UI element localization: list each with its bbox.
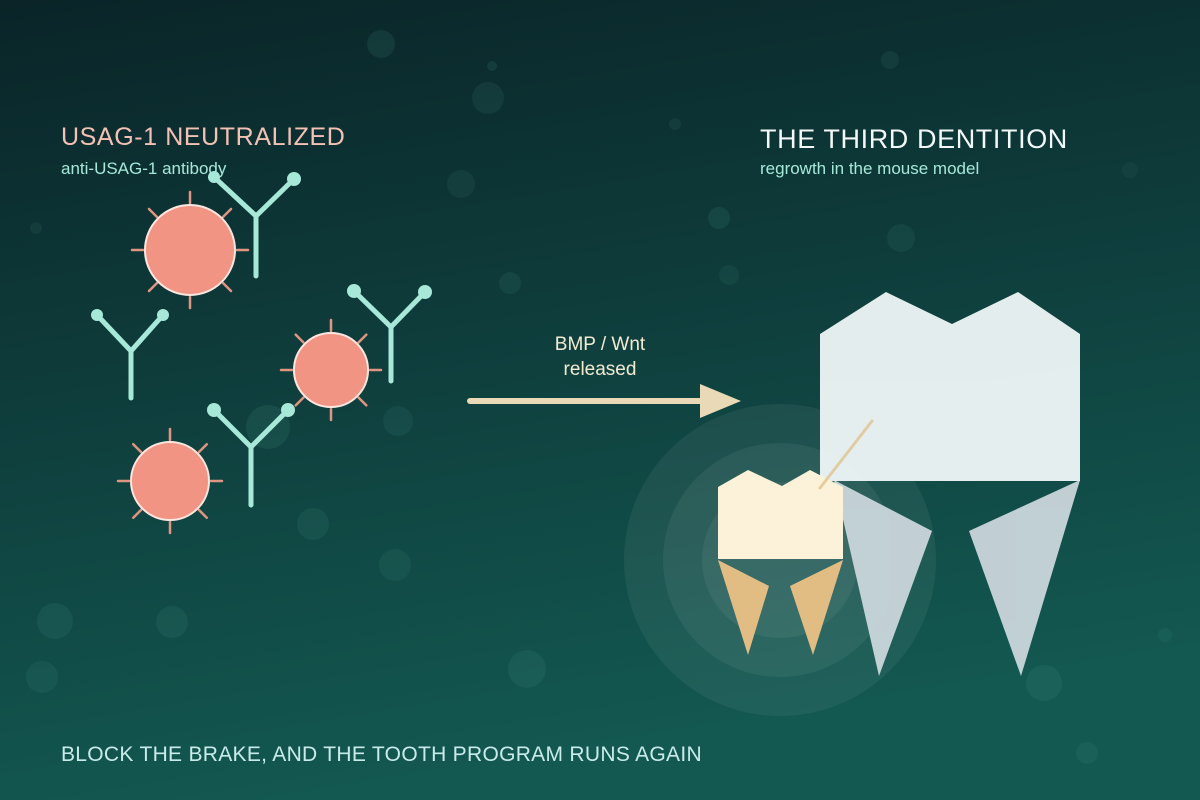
new-tooth-root-left [718, 560, 769, 655]
release-arrow [467, 384, 741, 418]
protein-spike [147, 207, 159, 219]
particle [1158, 628, 1172, 642]
new-tooth-root-right [790, 560, 843, 655]
particle [887, 224, 915, 252]
protein-spike [197, 508, 209, 520]
protein-spike [131, 508, 143, 520]
protein-spike [221, 207, 233, 219]
protein-body [144, 204, 236, 296]
protein-spike [221, 281, 233, 293]
growth-ray [818, 419, 874, 490]
adult-tooth-root-left [834, 480, 932, 676]
particle [1026, 665, 1062, 701]
left-panel-heading: USAG-1 NEUTRALIZED [61, 123, 346, 151]
adult-tooth-crown [820, 292, 1080, 481]
antibody [91, 309, 169, 401]
particle [379, 549, 411, 581]
particle [383, 406, 413, 436]
protein-spike [357, 333, 368, 344]
particle [297, 508, 329, 540]
protein-spike [294, 396, 305, 407]
particle [156, 606, 188, 638]
protein-body [293, 332, 369, 408]
antibody [207, 403, 295, 508]
particle [1076, 742, 1098, 764]
usag1-protein [130, 190, 250, 310]
protein-spike [357, 396, 368, 407]
particle [472, 82, 504, 114]
protein-spike [197, 442, 209, 454]
particle [1122, 162, 1138, 178]
particle [37, 603, 73, 639]
antibody [208, 171, 301, 279]
bottom-caption: BLOCK THE BRAKE, AND THE TOOTH PROGRAM R… [61, 743, 702, 766]
left-panel-subheading: anti-USAG-1 antibody [61, 159, 227, 178]
new-tooth [718, 419, 874, 655]
protein-spike [131, 442, 143, 454]
protein-spike [294, 333, 305, 344]
adult-tooth [820, 292, 1080, 676]
particle [30, 222, 42, 234]
particle [719, 265, 739, 285]
new-tooth-crown [718, 470, 843, 559]
particle [367, 30, 395, 58]
arrow-label-line1: BMP / Wnt [554, 334, 646, 355]
antibodies [91, 171, 432, 508]
usag1-protein [279, 318, 383, 422]
particle [26, 661, 58, 693]
particle [447, 170, 475, 198]
background-particles [26, 30, 1172, 764]
particle [508, 650, 546, 688]
particle [881, 51, 899, 69]
adult-tooth-root-right [969, 480, 1080, 676]
protein-body [130, 441, 210, 521]
arrow-label: BMP / Wnt released [520, 332, 680, 382]
particle [487, 61, 497, 71]
particle [708, 207, 730, 229]
arrow-label-line2: released [563, 359, 637, 380]
right-panel-subheading: regrowth in the mouse model [760, 159, 980, 178]
usag1-proteins [116, 190, 383, 535]
arrow-head [700, 384, 741, 418]
right-panel-heading: THE THIRD DENTITION [760, 124, 1068, 154]
antibody [347, 284, 432, 384]
usag1-protein [116, 427, 224, 535]
particle [499, 272, 521, 294]
protein-spike [147, 281, 159, 293]
particle [669, 118, 681, 130]
